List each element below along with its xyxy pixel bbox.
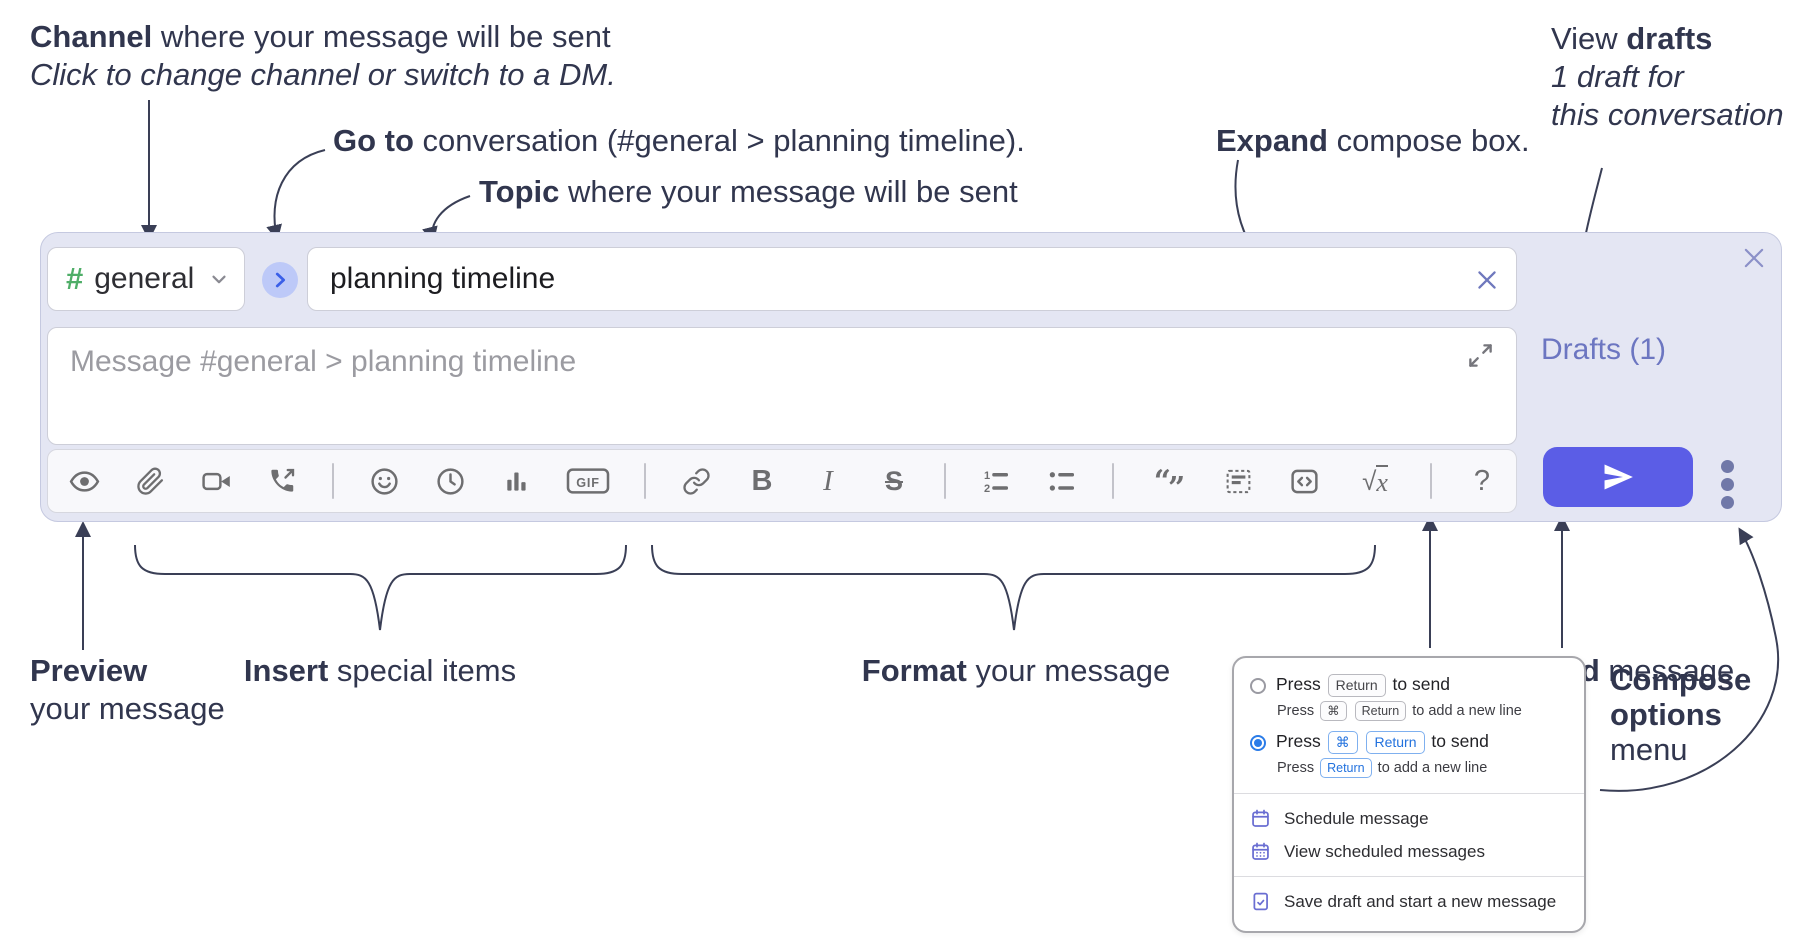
menu-item-view-scheduled-messages[interactable]: View scheduled messages (1234, 835, 1584, 868)
annotation-compose-options-menu: Compose options menu (1610, 662, 1752, 767)
menu-item-save-draft-new-message[interactable]: Save draft and start a new message (1234, 885, 1584, 918)
annotation-format: Format your message (861, 653, 1171, 688)
menu-divider (1234, 876, 1584, 877)
quote-icon[interactable]: “” (1153, 463, 1186, 506)
chevron-down-icon (208, 268, 230, 290)
italic-icon[interactable]: I (823, 464, 833, 497)
menu-option-cmd-return-subtext: Press Return to add a new line (1277, 758, 1488, 778)
annotation-insert: Insert special items (243, 653, 517, 688)
svg-text:2: 2 (984, 483, 990, 495)
toolbar-divider (332, 463, 334, 499)
link-icon[interactable] (680, 463, 712, 499)
poll-chart-icon[interactable] (500, 463, 532, 499)
message-area (47, 327, 1517, 445)
compose-options-menu: Press Return to send Press ⌘ Return to a… (1232, 656, 1586, 933)
gif-icon[interactable]: GIF (566, 463, 610, 499)
calendar-grid-icon (1250, 841, 1271, 862)
line-goto (266, 149, 326, 241)
channel-hash-icon: # (66, 261, 84, 296)
topic-input[interactable] (308, 248, 1516, 310)
channel-selector[interactable]: # general (47, 247, 245, 311)
voice-call-icon[interactable] (266, 463, 298, 499)
spoiler-icon[interactable] (1222, 463, 1254, 499)
keycap-return: Return (1327, 674, 1386, 697)
svg-text:GIF: GIF (576, 476, 600, 490)
attach-paperclip-icon[interactable] (134, 463, 166, 499)
keycap-cmd: ⌘ (1320, 701, 1347, 721)
compose-options-kebab-icon[interactable] (1715, 454, 1740, 515)
keycap-return: Return (1320, 758, 1372, 778)
bold-icon[interactable]: B (751, 464, 773, 497)
file-check-icon (1250, 891, 1271, 912)
bulleted-list-icon[interactable] (1046, 463, 1078, 499)
brace-insert (134, 544, 627, 631)
go-chevron-icon (269, 269, 291, 291)
preview-eye-icon[interactable] (68, 463, 100, 499)
menu-item-schedule-message[interactable]: Schedule message (1234, 802, 1584, 835)
brace-format (651, 544, 1376, 631)
expand-compose-icon[interactable] (1467, 342, 1494, 369)
annotation-channel: Channel where your message will be sent … (30, 19, 616, 92)
math-icon[interactable]: √x (1362, 464, 1388, 497)
radio-unselected-icon[interactable] (1250, 677, 1266, 694)
send-button[interactable] (1543, 447, 1693, 507)
toolbar-divider (1430, 463, 1432, 499)
keycap-cmd: ⌘ (1327, 731, 1358, 754)
code-icon[interactable] (1288, 463, 1320, 499)
radio-selected-icon[interactable] (1250, 734, 1266, 751)
menu-option-return-subtext: Press ⌘ Return to add a new line (1277, 701, 1522, 721)
close-compose-icon[interactable] (1741, 245, 1767, 271)
emoji-smiley-icon[interactable] (368, 463, 400, 499)
toolbar-divider (944, 463, 946, 499)
formatting-help-icon[interactable]: ? (1473, 464, 1491, 497)
annotation-expand: Expand compose box. (1216, 123, 1530, 158)
video-call-icon[interactable] (200, 463, 232, 499)
annotation-drafts: View drafts 1 draft for this conversatio… (1551, 21, 1784, 132)
menu-option-cmd-return-to-send[interactable]: Press ⌘ Return to send (1234, 728, 1584, 757)
channel-name: general (94, 262, 195, 295)
topic-input-wrapper (307, 247, 1517, 311)
global-time-clock-icon[interactable] (434, 463, 466, 499)
menu-option-return-to-send[interactable]: Press Return to send (1234, 671, 1584, 700)
annotation-topic: Topic where your message will be sent (479, 174, 1018, 209)
annotation-goto: Go to conversation (#general > planning … (333, 123, 1025, 158)
calendar-icon (1250, 808, 1271, 829)
annotation-preview: Preview your message (30, 653, 225, 726)
toolbar-divider (644, 463, 646, 499)
strikethrough-icon[interactable]: S (884, 465, 903, 496)
svg-text:1: 1 (984, 470, 990, 482)
keycap-return: Return (1366, 731, 1425, 754)
drafts-link[interactable]: Drafts (1) (1541, 333, 1667, 366)
message-textarea[interactable] (48, 328, 1516, 444)
toolbar-divider (1112, 463, 1114, 499)
go-to-conversation-button[interactable] (262, 262, 298, 298)
clear-topic-icon[interactable] (1474, 267, 1500, 293)
menu-divider (1234, 793, 1584, 794)
compose-box: # general (40, 232, 1782, 522)
keycap-return: Return (1354, 701, 1407, 721)
send-plane-icon (1601, 460, 1635, 494)
